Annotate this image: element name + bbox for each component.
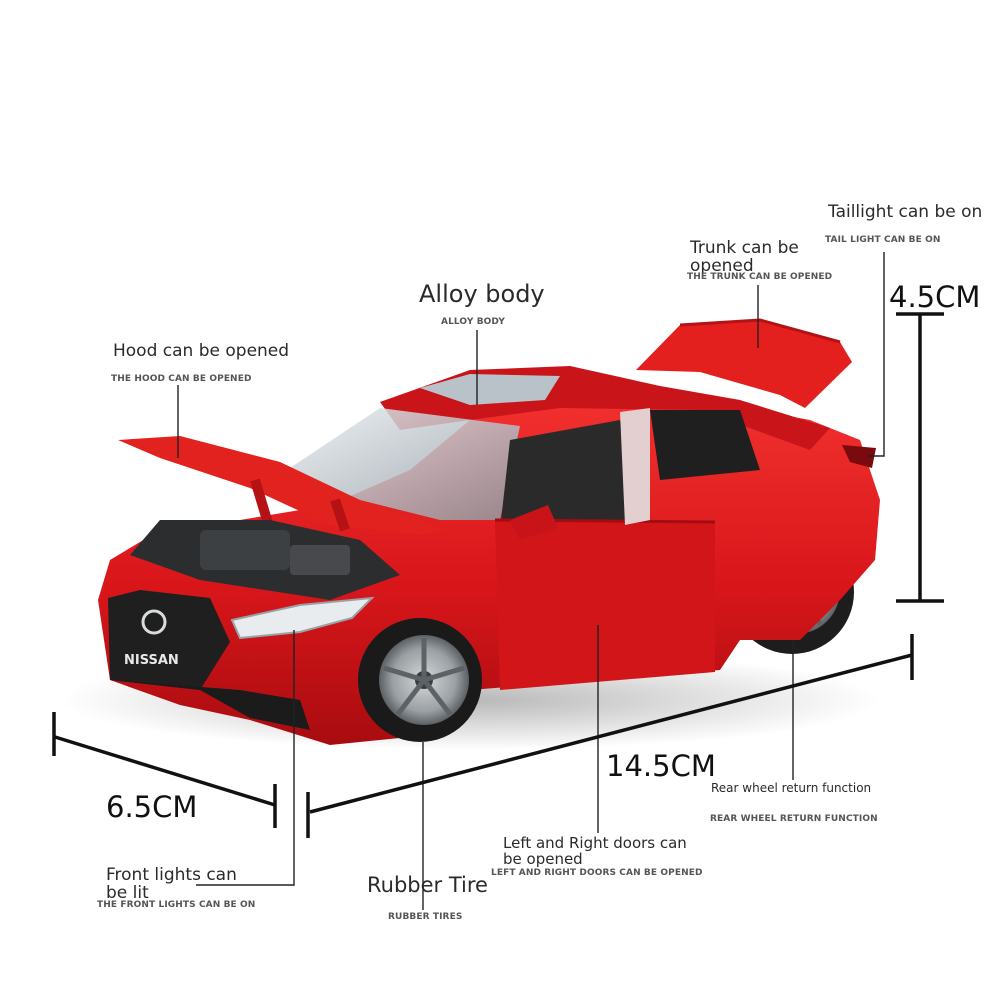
- rubber-tire-label: Rubber Tire: [367, 873, 488, 897]
- side-mirror: [510, 505, 558, 540]
- rear-wheel-label: Rear wheel return function: [711, 781, 872, 795]
- alloy-body-sublabel: ALLOY BODY: [441, 317, 505, 327]
- annotation-lines: [177, 252, 885, 910]
- front-door-open: [495, 520, 715, 690]
- alloy-body-label: Alloy body: [419, 280, 545, 308]
- brand-badge: NISSAN: [124, 653, 179, 668]
- front-grille: [108, 590, 230, 690]
- rear-door-open: [620, 408, 650, 525]
- length-dimension: 14.5CM: [606, 749, 716, 783]
- hood-sublabel: THE HOOD CAN BE OPENED: [111, 374, 252, 384]
- headlight: [230, 596, 375, 640]
- doors-sublabel: LEFT AND RIGHT DOORS CAN BE OPENED: [491, 868, 703, 878]
- rear-wheel-sublabel: REAR WHEEL RETURN FUNCTION: [710, 814, 878, 824]
- trunk-label: Trunk can be opened: [690, 238, 799, 276]
- front-lights-label: Front lights can be lit: [106, 865, 237, 903]
- rubber-tire-sublabel: RUBBER TIRES: [388, 912, 463, 922]
- taillight-label: Taillight can be on: [828, 202, 983, 222]
- hood-label: Hood can be opened: [113, 341, 290, 361]
- front-lights-sublabel: THE FRONT LIGHTS CAN BE ON: [97, 900, 256, 910]
- width-dimension: 6.5CM: [106, 790, 198, 824]
- front-wheel: [358, 618, 482, 742]
- trunk-open: [636, 320, 852, 408]
- windshield: [290, 408, 520, 520]
- sunroof: [420, 374, 560, 405]
- tail-light: [842, 445, 876, 468]
- doors-label: Left and Right doors can be opened: [503, 834, 687, 868]
- interior: [500, 420, 640, 530]
- trunk-sublabel: THE TRUNK CAN BE OPENED: [687, 272, 833, 282]
- dimension-lines: [52, 312, 944, 838]
- rear-interior: [650, 410, 760, 480]
- taillight-sublabel: TAIL LIGHT CAN BE ON: [825, 235, 941, 245]
- height-dimension: 4.5CM: [889, 280, 981, 314]
- hood-open: [118, 436, 445, 535]
